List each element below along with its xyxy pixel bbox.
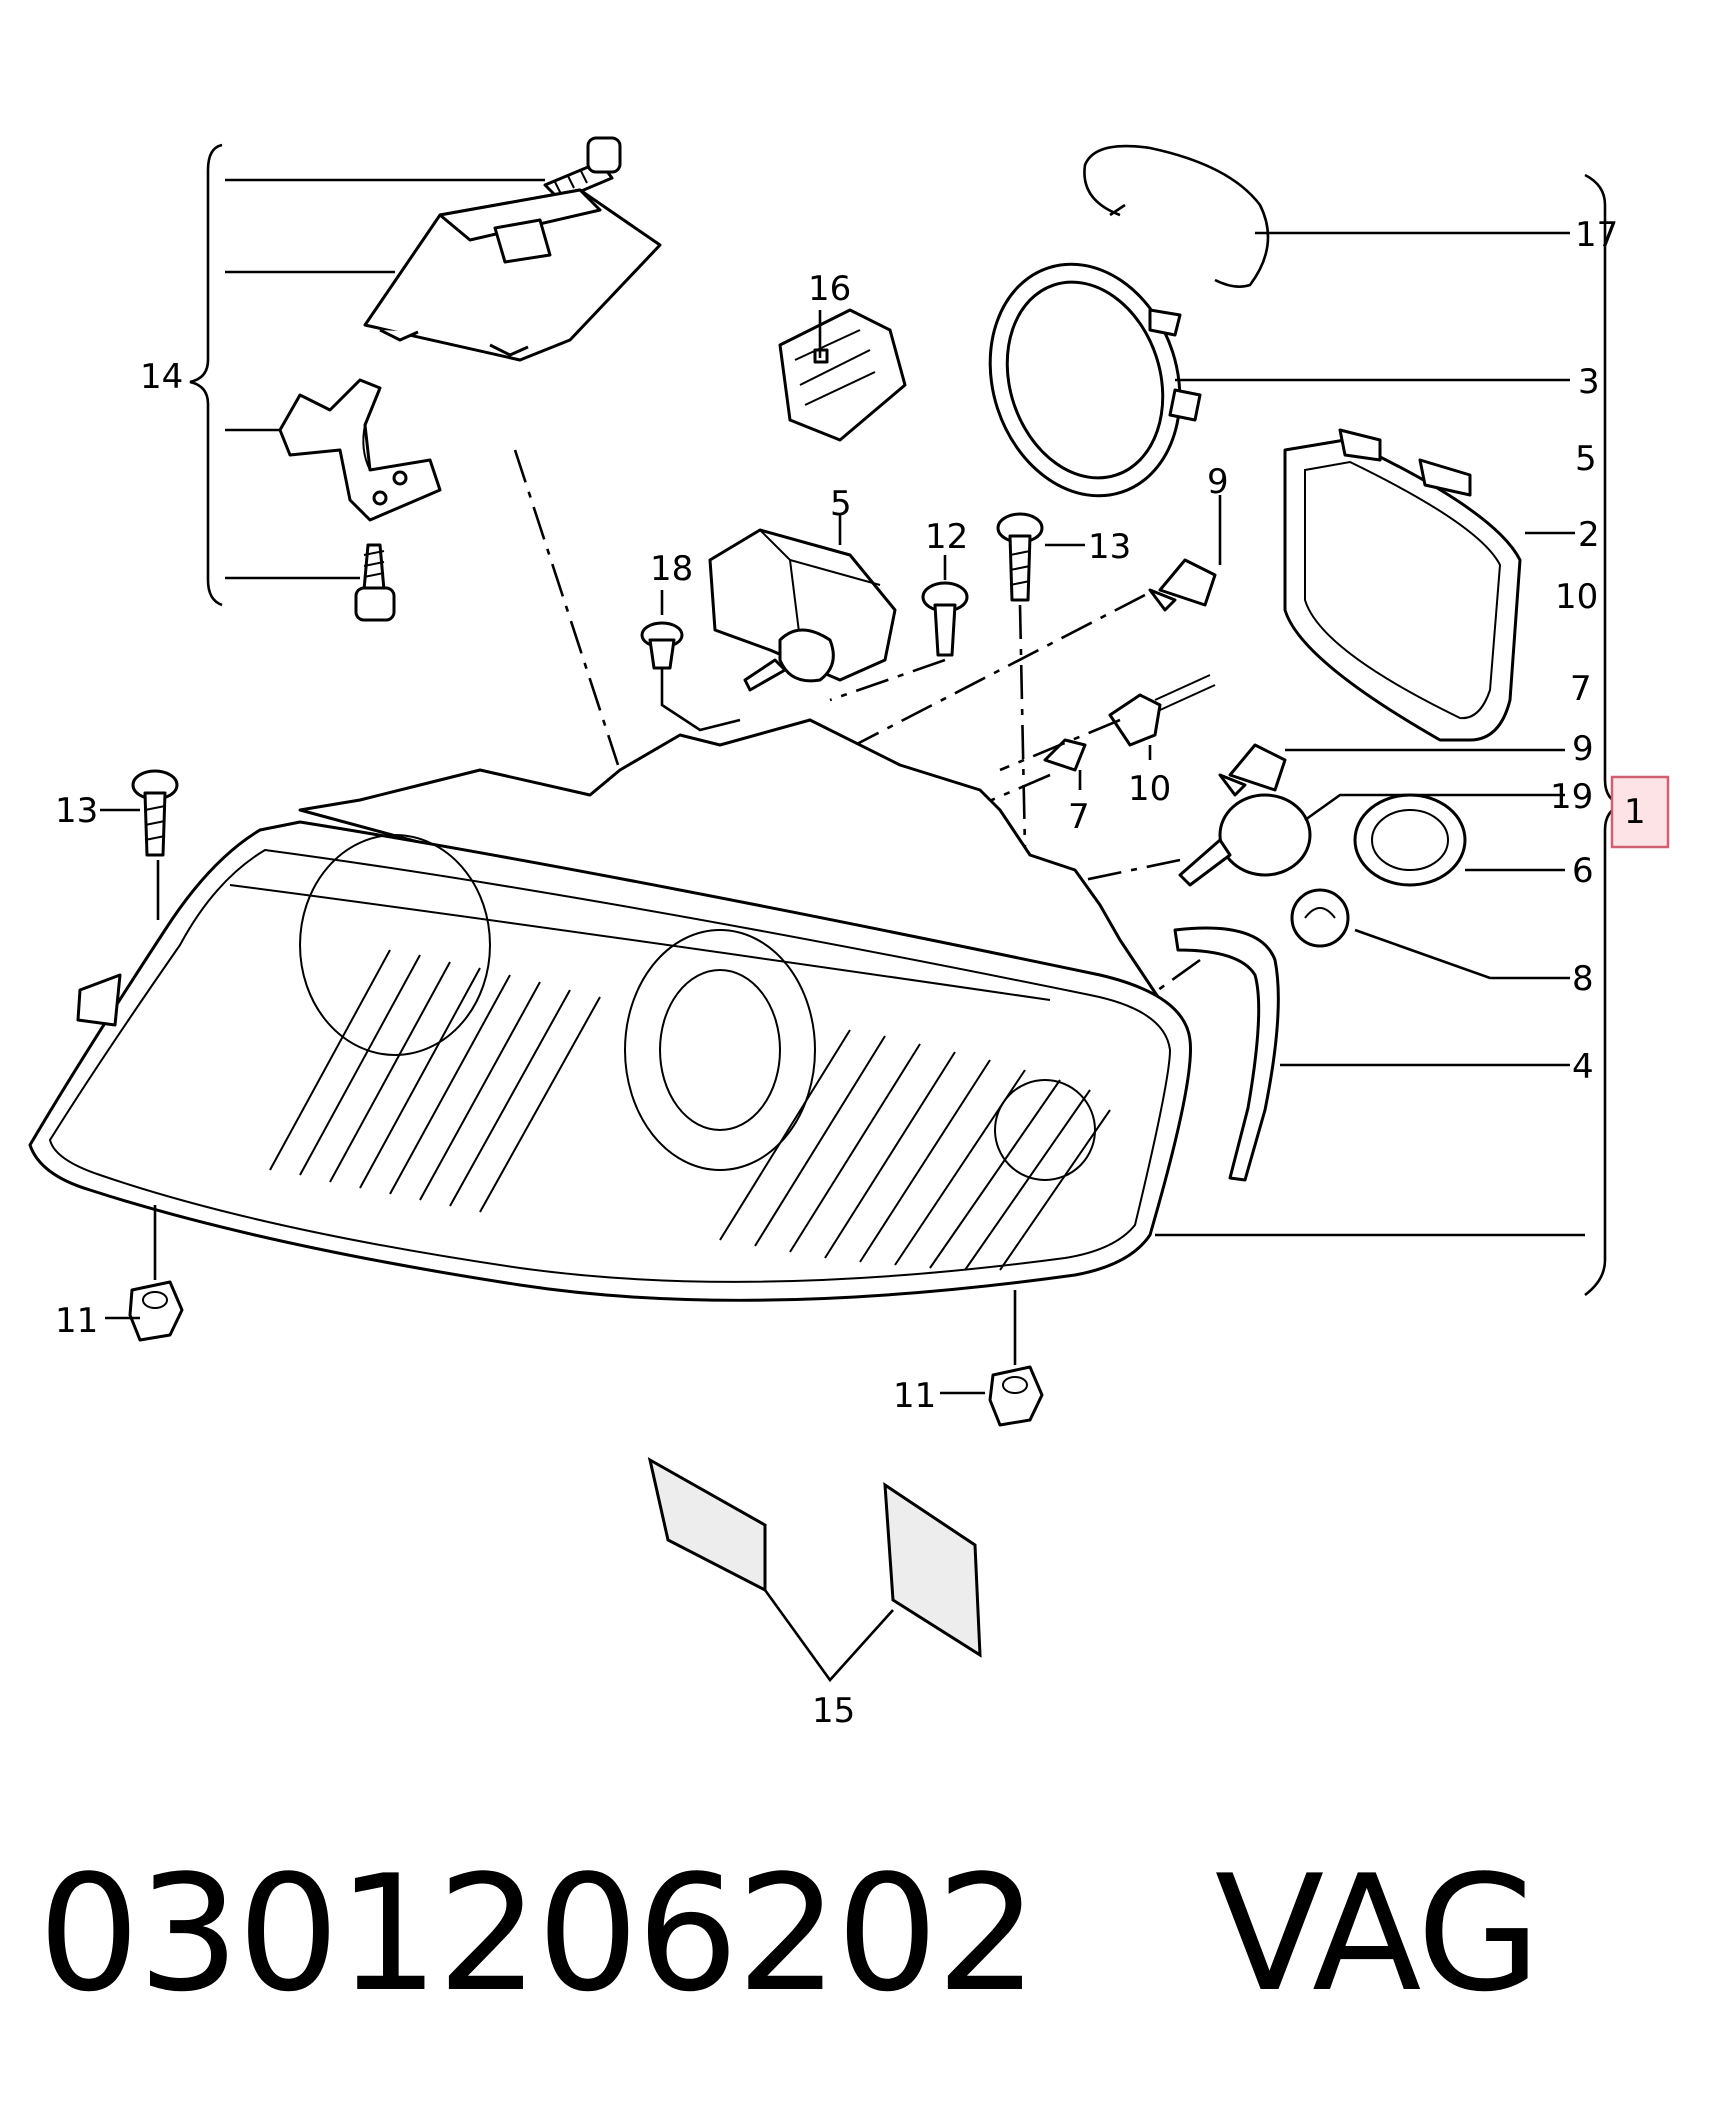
- wiring-harness-4-icon: [1173, 926, 1570, 1182]
- callout-10-right: 10: [1555, 577, 1598, 617]
- bulb-h7-top-icon: [1148, 495, 1222, 612]
- part-number: 0301206202: [38, 1840, 1038, 2027]
- protective-film-15-icon: [647, 1457, 982, 1683]
- callout-16: 16: [808, 269, 851, 309]
- part-caption: 0301206202 VAG: [38, 1840, 1541, 2027]
- bolt-13-top-icon: [996, 512, 1085, 602]
- callout-2: 2: [1578, 515, 1600, 555]
- bolt-13-left-icon: [100, 769, 179, 920]
- callout-13-top: 13: [1088, 527, 1131, 567]
- headlight-exploded-diagram: 14 16 17 3 5 2 10 7 9 19 1 6 8 4 9 5 12 …: [28, 136, 1670, 1731]
- clip-nut-11-left-icon: [105, 1280, 184, 1342]
- callout-9-top: 9: [1207, 462, 1229, 502]
- callout-1-highlight: [1610, 775, 1670, 849]
- callout-7-mid: 7: [1068, 797, 1090, 837]
- lamp-cap-2-icon: [1283, 428, 1575, 742]
- callout-19: 19: [1550, 777, 1593, 817]
- callout-6: 6: [1572, 851, 1594, 891]
- callout-7-right: 7: [1570, 669, 1592, 709]
- callout-18: 18: [650, 549, 693, 589]
- screw-top-icon: [543, 136, 622, 202]
- screw-12-icon: [921, 555, 969, 657]
- callout-4: 4: [1572, 1047, 1594, 1087]
- callout-10-mid: 10: [1128, 769, 1171, 809]
- bulb-h7-right-icon: [1218, 743, 1565, 797]
- callout-5-right: 5: [1575, 439, 1597, 479]
- callout-1: 1: [1624, 792, 1646, 832]
- bracket-group-14: [189, 143, 545, 607]
- callout-11-left: 11: [55, 1301, 98, 1341]
- callout-12: 12: [925, 517, 968, 557]
- servo-motor-5-icon: [708, 515, 897, 692]
- retaining-clip-17-icon: [1083, 144, 1570, 288]
- socket-10-icon: [1108, 674, 1216, 760]
- clip-nut-11-bottom-icon: [940, 1365, 1044, 1427]
- callout-14: 14: [140, 357, 183, 397]
- bulb-8-icon: [1290, 888, 1570, 980]
- headlight-housing: [28, 718, 1192, 1365]
- bulb-h1-19-icon: [1178, 793, 1565, 887]
- callout-9-right: 9: [1572, 729, 1594, 769]
- callout-15: 15: [812, 1691, 855, 1731]
- callout-3: 3: [1578, 362, 1600, 402]
- brand-name: VAG: [1214, 1840, 1541, 2027]
- clip-bracket-icon: [278, 378, 442, 522]
- rivet-18-icon: [640, 590, 684, 670]
- cover-plate-icon: [363, 188, 662, 362]
- tapping-screw-icon: [354, 543, 396, 622]
- callout-17: 17: [1575, 215, 1618, 255]
- cap-ring-3-icon: [988, 262, 1570, 498]
- callout-13-left: 13: [55, 791, 98, 831]
- callout-11-bottom: 11: [893, 1376, 936, 1416]
- callout-5-top: 5: [830, 484, 852, 524]
- connector-16-icon: [778, 308, 907, 442]
- bulb-holder-6-icon: [1353, 793, 1565, 887]
- callout-8: 8: [1572, 959, 1594, 999]
